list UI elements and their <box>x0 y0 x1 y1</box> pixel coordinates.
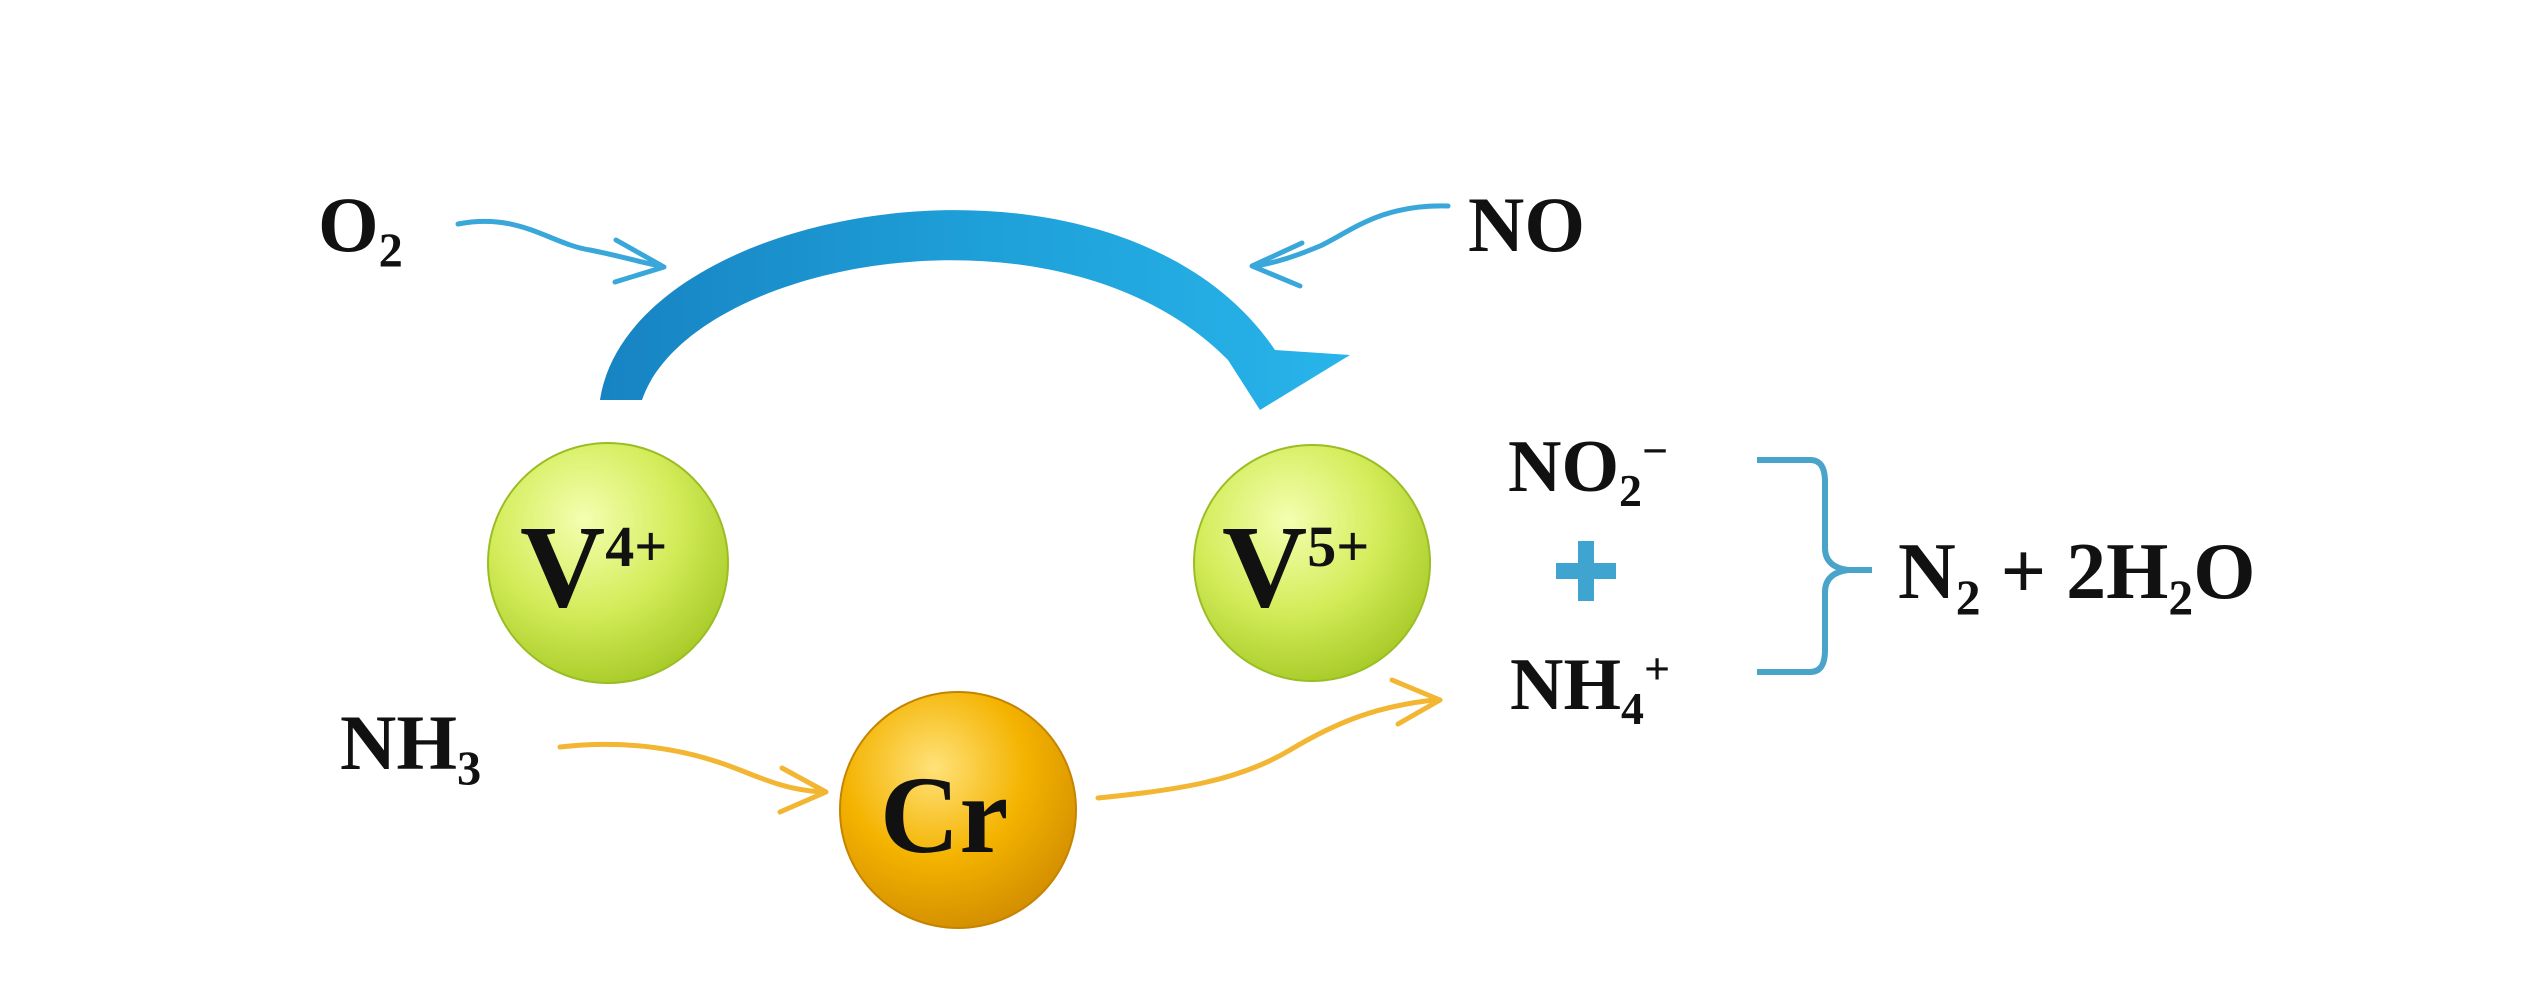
products-plus-sign: + <box>2000 528 2067 616</box>
nh4-base: NH <box>1510 644 1621 727</box>
no-inlet-arrowhead <box>1249 240 1305 289</box>
no-label-base: NO <box>1468 181 1585 268</box>
no2-base: NO <box>1508 426 1619 509</box>
n2-base: N <box>1898 528 1956 616</box>
nh3-label: NH3 <box>340 704 481 794</box>
oxidation-big-arrow <box>600 210 1350 410</box>
v4-symbol: V <box>520 501 606 632</box>
water-coef: 2H <box>2066 528 2169 616</box>
o2-label-base: O <box>318 181 379 268</box>
o2-inlet-arrow <box>455 218 663 269</box>
cr-symbol: Cr <box>880 754 1009 876</box>
n2-sub: 2 <box>1955 569 1981 625</box>
cr-to-nh4-arrowhead <box>1389 677 1443 727</box>
nh4-plus-label: NH4+ <box>1510 646 1670 732</box>
v4-charge: 4+ <box>605 514 668 579</box>
o2-label: O2 <box>318 186 403 276</box>
v5-node-label: V5+ <box>1222 508 1369 626</box>
v5-charge: 5+ <box>1307 514 1370 579</box>
water-sub: 2 <box>2168 569 2194 625</box>
no-label: NO <box>1468 186 1585 264</box>
no-inlet-arrow <box>1253 203 1451 269</box>
v4-sphere <box>487 442 729 684</box>
products-label: N2 + 2H2O <box>1898 532 2255 622</box>
no2-sub: 2 <box>1619 464 1642 516</box>
cr-sphere <box>839 691 1077 929</box>
nh4-sub: 4 <box>1621 682 1644 734</box>
o2-inlet-arrowhead <box>612 237 667 285</box>
v5-sphere <box>1193 444 1431 682</box>
nh3-to-cr-arrow <box>557 741 825 795</box>
no2-sup: − <box>1641 425 1669 476</box>
nh3-to-cr-arrowhead <box>777 765 829 815</box>
cr-to-nh4-arrow <box>1095 697 1437 801</box>
products-plus <box>1981 528 2001 616</box>
cr-node-label: Cr <box>880 760 1008 870</box>
no2-minus-label: NO2− <box>1508 428 1668 514</box>
v4-node-label: V4+ <box>520 508 667 626</box>
o2-label-sub: 2 <box>378 224 403 278</box>
nh4-sup: + <box>1643 643 1671 694</box>
water-tail: O <box>2193 528 2256 616</box>
nh3-label-sub: 3 <box>457 742 482 796</box>
combine-bracket <box>1757 457 1849 675</box>
v5-symbol: V <box>1222 501 1308 632</box>
nh3-label-base: NH <box>340 699 457 786</box>
intermediate-plus-sign <box>1556 541 1616 601</box>
